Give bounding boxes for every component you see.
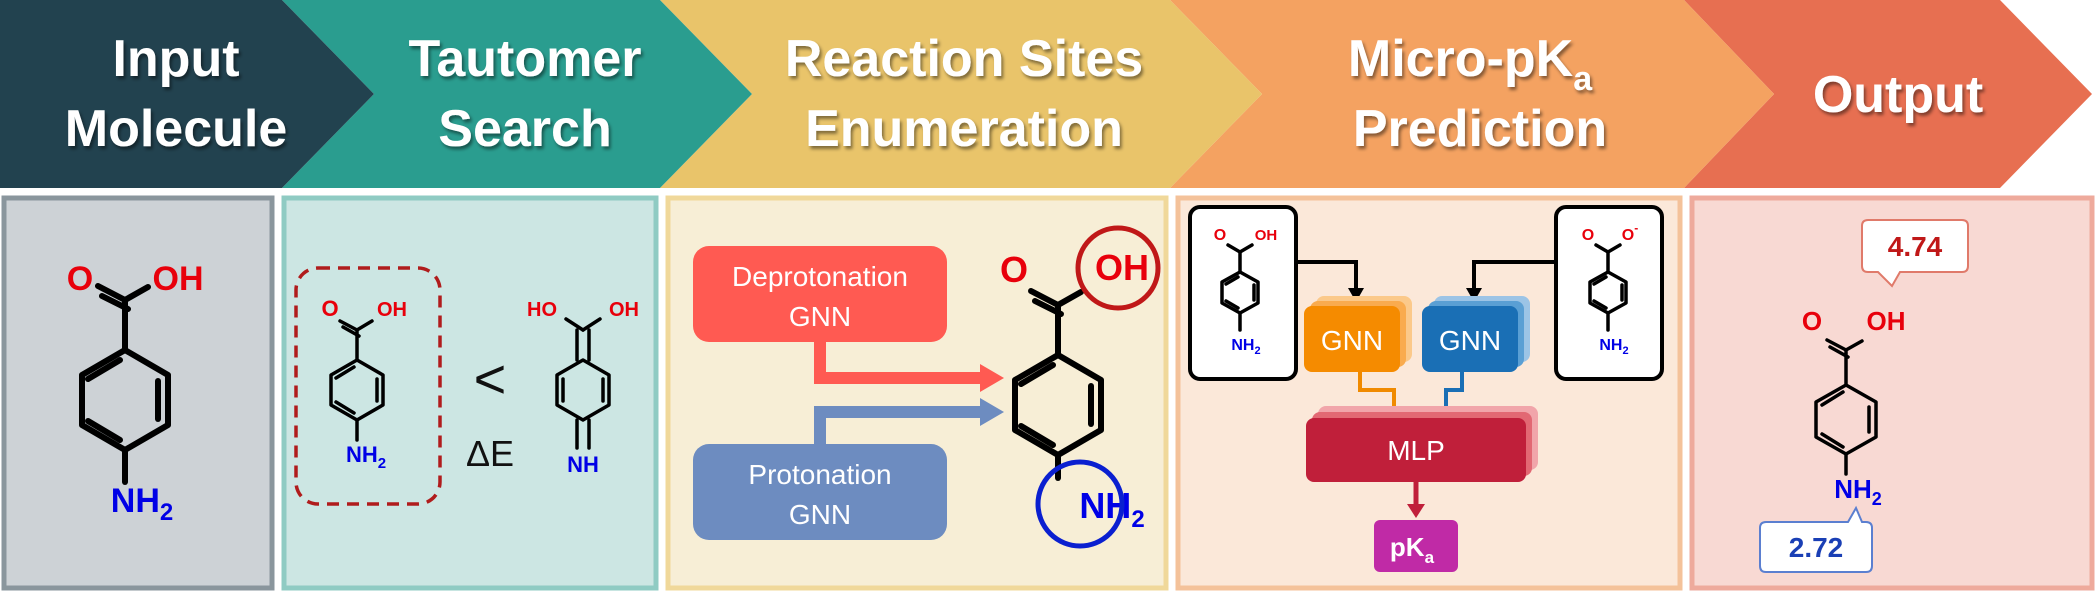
gnn-left-label: GNN: [1321, 325, 1383, 356]
stage-arrow-1: [0, 0, 374, 188]
deprotonation-gnn-box: [693, 246, 947, 342]
acid-pka-callout: [1861, 219, 1969, 288]
stage-1-line2: Molecule: [65, 100, 288, 158]
tautomer-panel-content: O OH NH2 < ΔE HO OH NH: [294, 266, 639, 506]
sites-o-label: O: [1000, 249, 1028, 290]
micro-left-nh2: NH2: [1231, 337, 1260, 357]
panel-input: [1, 195, 275, 591]
gnn-right-to-mlp-arrow: [1444, 372, 1464, 410]
stage-4-title: Micro-pK: [1348, 30, 1574, 88]
acid-pka-value: 4.74: [1888, 231, 1943, 262]
deprot-line2: GNN: [789, 301, 851, 332]
gnn-right-box: [1422, 306, 1518, 372]
neutral-to-gnn-arrow: [1296, 260, 1358, 290]
stage-4-line2: Prediction: [1353, 100, 1607, 158]
base-pka-value: 2.72: [1789, 532, 1844, 563]
neutral-mol-box: [1188, 205, 1298, 381]
micro-left-oh: OH: [1255, 227, 1278, 244]
micro-panel-content: O OH NH2 O O- NH2 GNN GNN: [1188, 205, 1664, 572]
taut-left-oh: OH: [377, 299, 407, 321]
input-molecule: O OH NH2: [67, 260, 204, 526]
stage-5-line1: Output: [1813, 66, 1983, 124]
gnn-left-box: [1304, 306, 1400, 372]
output-nh2-label: NH2: [1834, 474, 1882, 509]
output-oh-label: OH: [1867, 306, 1906, 336]
output-o-label: O: [1802, 306, 1822, 336]
pka-label: pKa: [1390, 532, 1435, 567]
stage-arrow-4: [1170, 0, 1774, 188]
mlp-box: [1306, 418, 1526, 482]
mlp-label: MLP: [1387, 435, 1445, 466]
stage-3-line1: Reaction Sites: [785, 30, 1143, 88]
deprot-arrow: [814, 342, 982, 384]
deprot-arrowhead: [980, 364, 1004, 392]
taut-right-oh: OH: [609, 299, 639, 321]
micro-right-ominus: O-: [1622, 221, 1638, 244]
taut-right-nh: NH: [567, 452, 599, 477]
taut-left-nh2: NH2: [346, 442, 386, 472]
stage-3-line2: Enumeration: [805, 100, 1123, 158]
prot-arrow: [814, 406, 982, 444]
selected-tautomer-box: [294, 266, 442, 506]
stage-arrow-2: [282, 0, 752, 188]
protonation-gnn-box: [693, 444, 947, 540]
stage-arrow-5: [1684, 0, 2092, 188]
deprot-line1: Deprotonation: [732, 261, 908, 292]
anion-to-gnn-arrow: [1472, 260, 1556, 290]
anion-mol-box: [1554, 205, 1664, 381]
delta-e-label: ΔE: [466, 433, 514, 474]
input-oh-label: OH: [153, 260, 204, 298]
input-o-label: O: [67, 260, 93, 298]
stage-4-subscript: a: [1573, 60, 1593, 98]
micro-right-o: O: [1582, 227, 1594, 244]
micro-left-o: O: [1214, 227, 1226, 244]
input-nh2-label: NH2: [111, 482, 173, 526]
stage-4-line1: Micro-pKa: [1348, 30, 1593, 98]
sites-panel-content: Deprotonation GNN Protonation GNN O OH N…: [693, 225, 1161, 549]
base-site-circle: [1035, 459, 1125, 549]
sites-oh-label: OH: [1095, 247, 1149, 288]
stage-1-line1: Input: [112, 30, 239, 88]
micro-right-nh2: NH2: [1599, 337, 1628, 357]
taut-left-o: O: [321, 296, 338, 321]
gnn-left-to-mlp-arrow: [1358, 372, 1396, 410]
taut-right-ho: HO: [527, 299, 557, 321]
stage-arrow-3: [660, 0, 1262, 188]
prot-line2: GNN: [789, 499, 851, 530]
acid-site-circle: [1075, 225, 1161, 311]
base-pka-callout: [1759, 505, 1873, 573]
header-stages: Input Molecule Tautomer Search Reaction …: [0, 0, 2092, 188]
panel-tautomer: [281, 195, 659, 591]
output-panel-content: 4.74 O OH NH2 2.72: [1759, 219, 1969, 573]
stage-2-line2: Search: [438, 100, 611, 158]
prot-line1: Protonation: [748, 459, 891, 490]
pka-box: [1374, 520, 1458, 572]
stage-2-line1: Tautomer: [408, 30, 641, 88]
less-than-sign: <: [474, 347, 507, 410]
prot-arrowhead: [980, 398, 1004, 426]
gnn-right-label: GNN: [1439, 325, 1501, 356]
